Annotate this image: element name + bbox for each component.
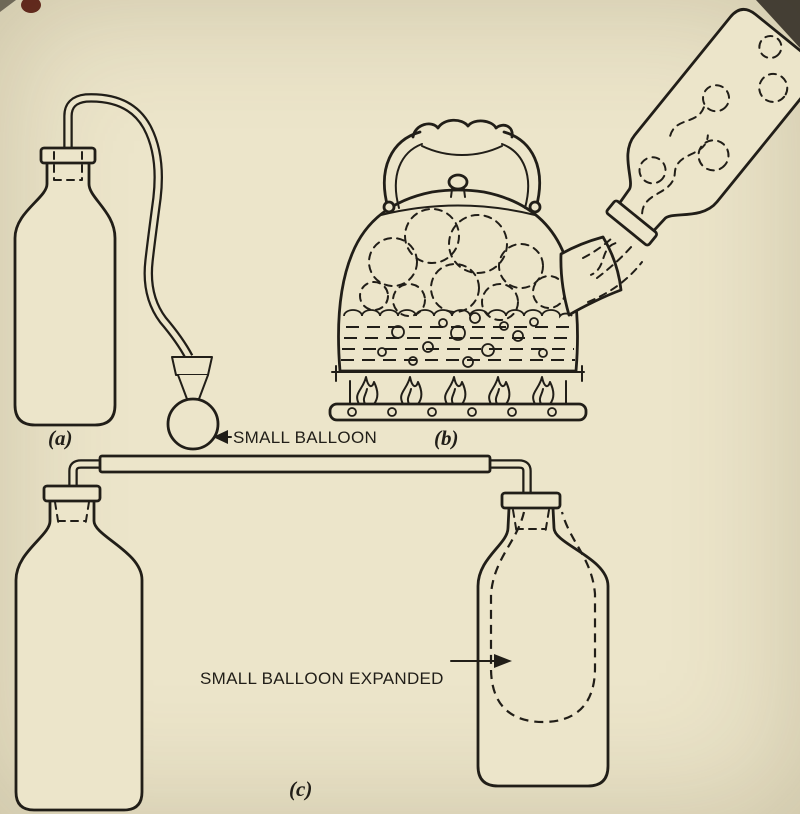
page-artifacts [0, 0, 800, 48]
burner-stand [328, 365, 588, 422]
water-surface [343, 309, 573, 319]
flame-icon [444, 376, 467, 405]
ink-stain [21, 0, 41, 13]
page-corner-shadow [756, 0, 800, 48]
handle-pivot [382, 200, 396, 214]
expanded-arrow [450, 654, 512, 668]
small-balloon-caption: SMALL BALLOON [233, 428, 378, 447]
handle-pivot [528, 200, 542, 214]
kettle-knob [447, 173, 469, 191]
burner-holes [347, 407, 557, 417]
tilted-bottle [589, 8, 800, 276]
bottle-c-right-body [476, 507, 610, 788]
burner-rail-supports [335, 365, 583, 405]
tilted-bottle-lip [605, 199, 658, 247]
flames [356, 376, 555, 405]
tube-sleeve [98, 454, 492, 474]
panel-b [328, 8, 800, 422]
flame-icon [400, 376, 423, 405]
flame-icon [488, 376, 511, 405]
small-balloon [166, 397, 220, 451]
arrow-head-icon [494, 654, 512, 668]
tilted-bottle-steam [589, 35, 789, 276]
bottle-c-left [14, 484, 144, 812]
panel-c [14, 454, 610, 812]
water-bubbles [377, 312, 548, 368]
panel-a [13, 93, 232, 451]
bottle-c-right [476, 491, 610, 788]
panel-c-label: (c) [289, 777, 313, 801]
bottle-c-left-cork [54, 501, 90, 528]
flame-icon [356, 376, 379, 405]
kettle-lid-seam [380, 204, 536, 216]
kettle [337, 118, 623, 373]
kettle-handle [382, 118, 542, 214]
panel-a-label: (a) [48, 426, 73, 450]
water-hatching [341, 326, 575, 361]
balloon-arrow [213, 430, 232, 444]
connecting-tube [68, 454, 532, 499]
bottle-c-right-lip [500, 491, 562, 510]
kettle-knob-stem [450, 188, 466, 198]
page-corner-nick [0, 0, 16, 12]
funnel-stopper [171, 356, 213, 400]
steam-jet [582, 235, 643, 303]
bottle-a-lip [39, 146, 97, 165]
tilted-bottle-body [618, 8, 800, 232]
panel-b-label: (b) [434, 426, 459, 450]
bottle-c-left-body [14, 501, 144, 812]
arrow-head-icon [213, 430, 228, 444]
kettle-body [337, 188, 579, 373]
small-balloon-expanded-caption: SMALL BALLOON EXPANDED [200, 669, 444, 688]
flame-icon [532, 376, 555, 405]
kettle-water [341, 309, 575, 368]
bottle-a-body [13, 163, 117, 427]
expanded-balloon [489, 511, 597, 724]
bottle-c-left-lip [42, 484, 102, 503]
bottle-a-cork [53, 151, 83, 181]
rubber-tube [63, 93, 194, 360]
kettle-spout [559, 235, 623, 317]
